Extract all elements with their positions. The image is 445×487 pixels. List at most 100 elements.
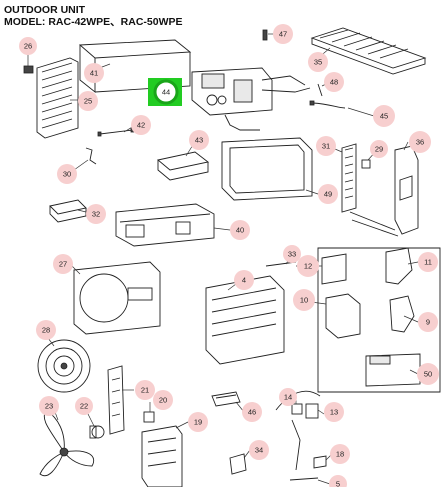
part-bubble-42[interactable]: 42 [131, 115, 151, 135]
part-bubble-21[interactable]: 21 [135, 380, 155, 400]
part-14-expansion-valve [275, 390, 321, 471]
part-number-44: 44 [162, 88, 170, 97]
part-number-25: 25 [84, 97, 92, 106]
part-number-29: 29 [375, 145, 383, 154]
part-bubble-14[interactable]: 14 [279, 388, 297, 406]
part-23-propeller-fan [39, 409, 94, 477]
part-number-13: 13 [330, 408, 338, 417]
part-32-terminal-block [49, 199, 87, 223]
part-27-front-panel [73, 261, 161, 335]
part-number-11: 11 [424, 258, 432, 267]
part-number-31: 31 [322, 142, 330, 151]
part-31-side-panel [341, 143, 357, 213]
part-46-terminal-board [211, 391, 241, 407]
part-bubble-12[interactable]: 12 [297, 255, 319, 277]
diagram-title: OUTDOOR UNIT MODEL: RAC-42WPE、RAC-50WPE [4, 4, 183, 28]
part-30-bracket [85, 147, 97, 165]
part-bubble-49[interactable]: 49 [318, 184, 338, 204]
part-bubble-20[interactable]: 20 [153, 390, 173, 410]
part-5-compressor [289, 477, 319, 481]
part-29-clip [361, 159, 371, 169]
part-bubble-5[interactable]: 5 [329, 475, 347, 487]
part-number-26: 26 [24, 42, 32, 51]
part-bubble-26[interactable]: 26 [19, 37, 37, 55]
part-bubble-4[interactable]: 4 [234, 270, 254, 290]
part-bubble-30[interactable]: 30 [57, 164, 77, 184]
part-20-support [143, 411, 155, 423]
part-number-30: 30 [63, 170, 71, 179]
part-number-40: 40 [236, 226, 244, 235]
part-number-41: 41 [90, 69, 98, 78]
part-49-frame [221, 137, 313, 201]
part-number-10: 10 [300, 296, 308, 305]
part-bubble-34[interactable]: 34 [249, 440, 269, 460]
part-number-47: 47 [279, 30, 287, 39]
part-bubble-10[interactable]: 10 [293, 289, 315, 311]
part-bubble-18[interactable]: 18 [330, 444, 350, 464]
part-number-49: 49 [324, 190, 332, 199]
part-4-heat-exchanger [205, 275, 285, 365]
part-bubble-31[interactable]: 31 [316, 136, 336, 156]
part-number-45: 45 [380, 112, 388, 121]
part-number-35: 35 [314, 58, 322, 67]
part-number-12: 12 [304, 262, 312, 271]
part-13-coil [305, 403, 319, 419]
part-47-grommet [262, 29, 268, 41]
part-bubble-48[interactable]: 48 [324, 72, 344, 92]
part-number-20: 20 [159, 396, 167, 405]
part-bubble-40[interactable]: 40 [230, 220, 250, 240]
part-number-4: 4 [242, 276, 246, 285]
part-26-clip [23, 65, 34, 74]
part-48-connector [317, 83, 323, 97]
part-bubble-41[interactable]: 41 [84, 63, 104, 83]
part-bubble-27[interactable]: 27 [53, 254, 73, 274]
part-bubble-13[interactable]: 13 [324, 402, 344, 422]
part-43-reactor-box [157, 151, 210, 181]
part-25-rear-grille [36, 57, 79, 139]
part-bubble-25[interactable]: 25 [78, 91, 98, 111]
title-line-unit: OUTDOOR UNIT [4, 4, 86, 16]
part-28-fan-guard [37, 339, 91, 393]
part-19-partition-plate [141, 425, 183, 487]
part-number-23: 23 [45, 402, 53, 411]
part-bubble-43[interactable]: 43 [189, 130, 209, 150]
title-line-model: MODEL: RAC-42WPE、RAC-50WPE [4, 16, 183, 28]
part-bubble-32[interactable]: 32 [86, 204, 106, 224]
part-bubble-36[interactable]: 36 [409, 131, 431, 153]
part-bubble-9[interactable]: 9 [418, 312, 438, 332]
part-bubble-47[interactable]: 47 [273, 24, 293, 44]
part-number-22: 22 [80, 402, 88, 411]
part-number-34: 34 [255, 446, 263, 455]
part-bubble-35[interactable]: 35 [308, 52, 328, 72]
part-45-sensor-cable [309, 100, 346, 109]
part-number-21: 21 [141, 386, 149, 395]
part-44-control-board [191, 67, 311, 131]
part-number-48: 48 [330, 78, 338, 87]
part-34-cover [229, 453, 247, 475]
part-bubble-28[interactable]: 28 [36, 320, 56, 340]
part-bubble-33[interactable]: 33 [283, 245, 301, 263]
part-number-50: 50 [424, 370, 432, 379]
part-22-fan-motor [89, 425, 105, 439]
part-bubble-50[interactable]: 50 [417, 363, 439, 385]
part-number-27: 27 [59, 260, 67, 269]
part-bubble-22[interactable]: 22 [75, 397, 93, 415]
part-number-28: 28 [42, 326, 50, 335]
part-number-46: 46 [248, 408, 256, 417]
part-number-19: 19 [194, 418, 202, 427]
part-number-9: 9 [426, 318, 430, 327]
part-bubble-46[interactable]: 46 [242, 402, 262, 422]
part-40-electrical-box [115, 203, 215, 247]
part-bubble-19[interactable]: 19 [188, 412, 208, 432]
part-bubble-11[interactable]: 11 [418, 252, 438, 272]
part-bubble-44-selected[interactable]: 44 [148, 78, 182, 106]
part-number-33: 33 [288, 250, 296, 259]
part-bubble-45[interactable]: 45 [373, 105, 395, 127]
part-number-36: 36 [416, 138, 424, 147]
part-18-valve [313, 455, 327, 469]
part-bubble-23[interactable]: 23 [39, 396, 59, 416]
part-36-side-cover [394, 145, 419, 235]
part-bubble-29[interactable]: 29 [370, 140, 388, 158]
part-21-partition [107, 365, 125, 435]
